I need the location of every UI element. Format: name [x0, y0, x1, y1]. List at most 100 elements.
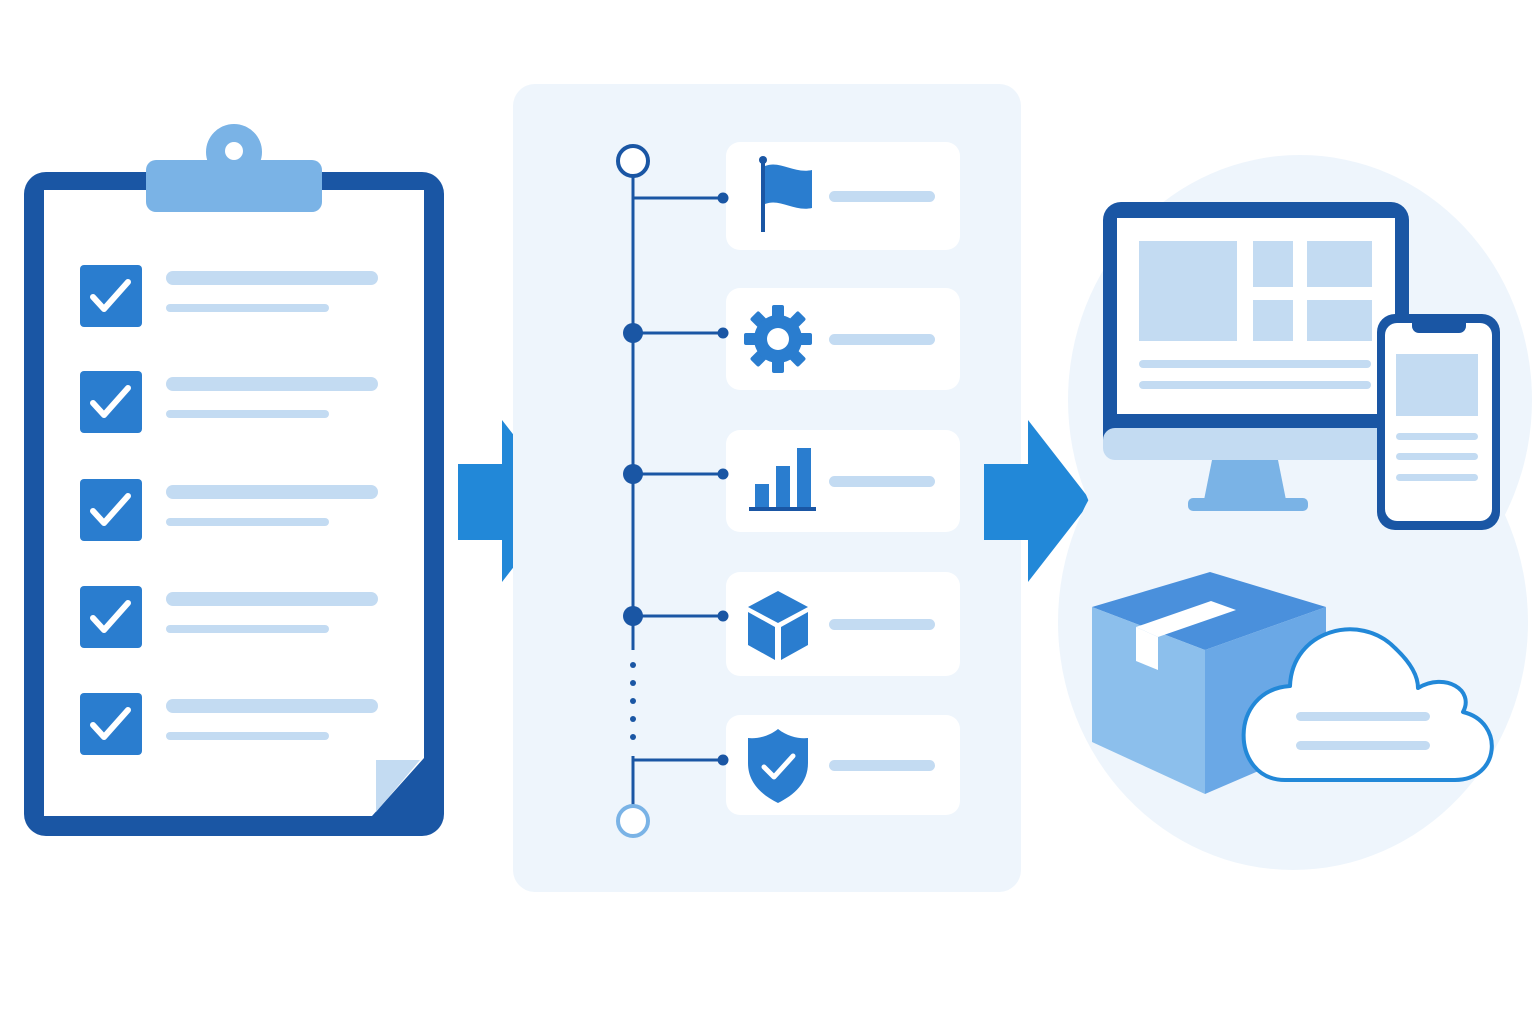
checklist-line-long — [166, 271, 378, 285]
phone-notch — [1412, 323, 1466, 333]
checklist-line-short — [166, 625, 329, 633]
cloud-line — [1296, 741, 1430, 750]
timeline-node — [623, 464, 643, 484]
checklist-item — [80, 479, 378, 541]
step-label-line — [829, 760, 935, 771]
flag-pole-top — [759, 156, 767, 164]
checkbox-checked-icon — [80, 693, 142, 755]
screen-tile — [1307, 300, 1372, 341]
shield-checkmark — [761, 753, 796, 780]
checklist-item — [80, 371, 378, 433]
timeline-dot — [630, 698, 636, 704]
chart-bar — [755, 484, 769, 507]
checkmark — [90, 600, 131, 633]
cube-right — [781, 612, 808, 660]
checkbox-checked-icon — [80, 586, 142, 648]
shield-check-icon — [748, 729, 808, 803]
process-step — [623, 288, 960, 390]
arrow-right-icon — [984, 420, 1091, 582]
chart-bar — [776, 466, 790, 507]
cube-top — [748, 591, 808, 623]
phone-line — [1396, 433, 1478, 440]
step-label-line — [829, 619, 935, 630]
desktop-monitor-icon — [1103, 202, 1409, 511]
cube-left — [748, 612, 775, 660]
phone-line — [1396, 474, 1478, 481]
checkbox-checked-icon — [80, 479, 142, 541]
screen-block-large — [1139, 241, 1237, 341]
checklist-clipboard — [24, 124, 444, 836]
connector-dot — [717, 468, 729, 480]
screen-tile — [1307, 241, 1372, 287]
clipboard-clip — [146, 124, 322, 212]
shield-body — [748, 729, 808, 803]
step-label-line — [829, 476, 935, 487]
checklist-line-long — [166, 485, 378, 499]
flag-pole — [761, 160, 765, 232]
gear-icon — [744, 305, 812, 373]
checkmark — [90, 493, 131, 526]
flag-cloth — [765, 164, 812, 209]
monitor-chin — [1103, 428, 1409, 460]
checklist-item — [80, 265, 378, 327]
output-devices — [1058, 155, 1532, 870]
timeline-dot — [630, 680, 636, 686]
checklist-item — [80, 693, 378, 755]
chart-bar — [797, 448, 811, 507]
clip-hole — [225, 142, 243, 160]
timeline-dot — [630, 716, 636, 722]
process-panel — [513, 84, 1021, 892]
box-tape — [1136, 601, 1236, 637]
phone-screen — [1385, 323, 1492, 521]
monitor-stand-base — [1188, 498, 1308, 511]
checklist-line-long — [166, 699, 378, 713]
smartphone-icon — [1377, 314, 1500, 530]
bar-chart-icon — [749, 448, 816, 511]
checkbox-checked-icon — [80, 265, 142, 327]
screen-tile — [1253, 241, 1293, 287]
checklist-line-short — [166, 732, 329, 740]
process-steps — [623, 142, 960, 815]
arrow-shape — [984, 420, 1091, 582]
checkbox-box — [80, 371, 142, 433]
phone-image — [1396, 354, 1478, 416]
timeline-node — [623, 323, 643, 343]
connector-dot — [717, 192, 729, 204]
step-label-line — [829, 191, 935, 202]
monitor-neck — [1204, 460, 1286, 500]
timeline-dot — [630, 662, 636, 668]
clip-bar — [146, 160, 322, 212]
screen-tile — [1253, 300, 1293, 341]
clipboard-paper — [44, 190, 424, 816]
process-timeline — [616, 144, 650, 838]
checklist-line-long — [166, 377, 378, 391]
cloud-icon — [1241, 627, 1494, 782]
flag-icon — [759, 156, 812, 232]
checklist-item — [80, 586, 378, 648]
timeline-start-node — [616, 144, 650, 178]
checkmark — [90, 385, 131, 418]
process-step — [633, 715, 960, 815]
box-tape-side — [1136, 627, 1158, 670]
screen-line — [1139, 381, 1371, 389]
checkmark — [90, 707, 131, 740]
checklist-rows — [80, 265, 378, 755]
connector-dot — [717, 610, 729, 622]
chart-baseline — [749, 507, 816, 511]
connector-dot — [717, 754, 729, 766]
phone-line — [1396, 453, 1478, 460]
process-step — [623, 572, 960, 676]
timeline-dot — [630, 734, 636, 740]
checklist-line-short — [166, 304, 329, 312]
process-step — [623, 430, 960, 532]
box-left-face — [1092, 607, 1205, 794]
arrow-shape — [458, 420, 565, 582]
checklist-line-short — [166, 410, 329, 418]
checkmark — [90, 279, 131, 312]
gear-hole — [767, 328, 789, 350]
paper-curl — [376, 760, 420, 812]
cloud-line — [1296, 712, 1430, 721]
screen-line — [1139, 360, 1371, 368]
connector-dot — [717, 327, 729, 339]
